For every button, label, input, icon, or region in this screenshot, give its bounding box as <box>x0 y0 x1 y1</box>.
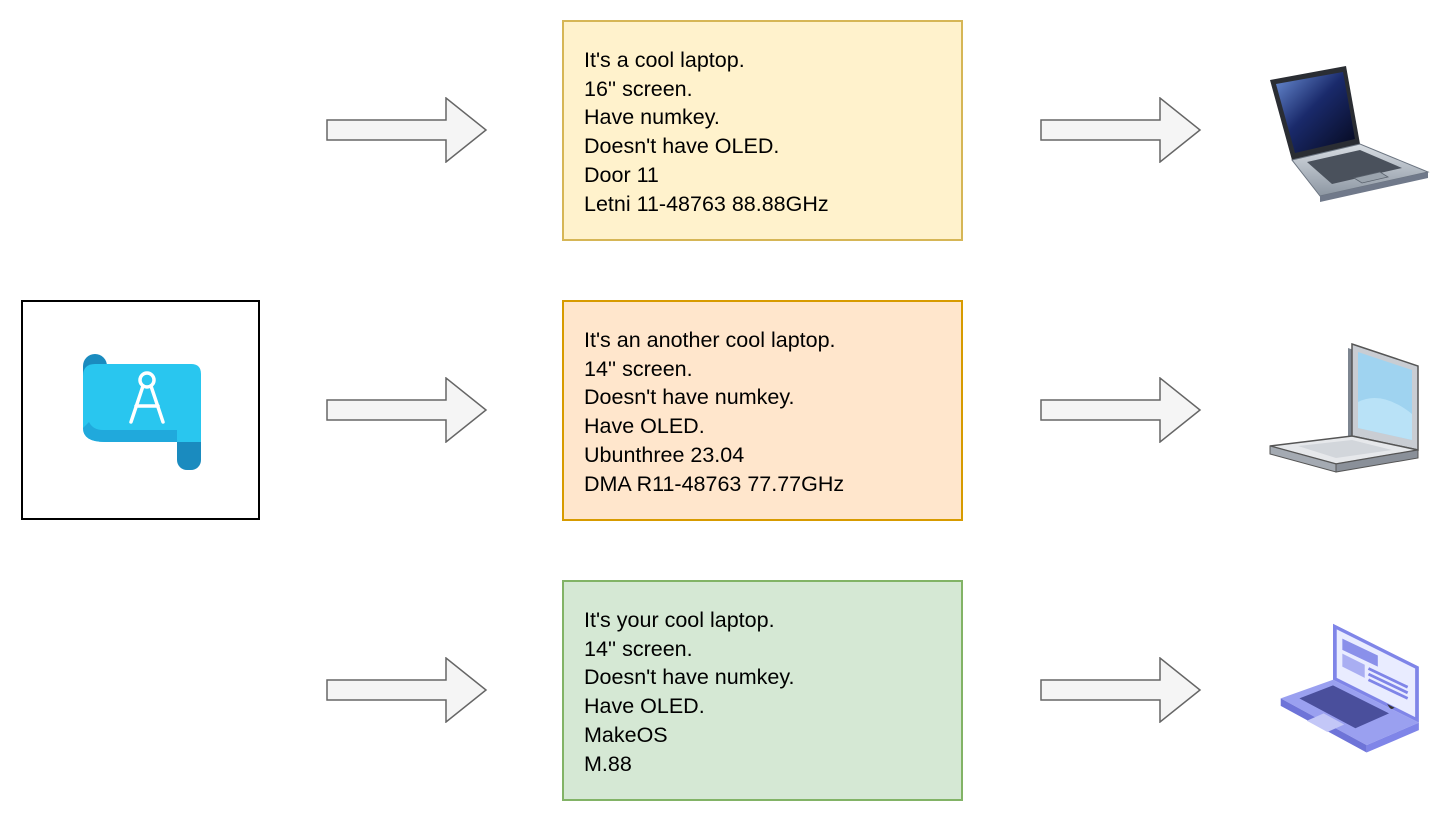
classic-laptop-icon <box>1270 66 1430 202</box>
spec-line: 14'' screen. <box>584 636 693 661</box>
arrow-right-icon <box>1040 377 1202 443</box>
spec-line: It's your cool laptop. <box>584 608 775 632</box>
spec-line: 14'' screen. <box>584 356 693 381</box>
arrow-right-icon <box>326 97 488 163</box>
arrow-right-icon <box>326 657 488 723</box>
spec-line: Ubunthree 23.04 <box>584 442 745 467</box>
arrow-right-icon <box>1040 97 1202 163</box>
spec-line: Doesn't have numkey. <box>584 385 795 410</box>
spec-line: Doesn't have numkey. <box>584 665 795 690</box>
source-box[interactable] <box>21 300 260 520</box>
spec-line: Letni 11-48763 88.88GHz <box>584 191 829 216</box>
spec-line: 16'' screen. <box>584 76 693 101</box>
spec-card-3[interactable]: It's your cool laptop. 14'' screen. Does… <box>562 580 963 801</box>
silver-laptop-icon <box>1269 342 1419 473</box>
spec-line: Have numkey. <box>584 105 720 130</box>
spec-line: Door 11 <box>584 162 659 187</box>
blueprint-compass-icon <box>83 354 201 470</box>
arrow-right-icon <box>1040 657 1202 723</box>
spec-card-2[interactable]: It's an another cool laptop. 14'' screen… <box>562 300 963 521</box>
spec-line: It's an another cool laptop. <box>584 328 836 352</box>
spec-line: Have OLED. <box>584 414 705 439</box>
spec-line: Have OLED. <box>584 694 705 719</box>
isometric-laptop-icon <box>1280 623 1419 753</box>
spec-line: Doesn't have OLED. <box>584 134 780 159</box>
spec-line: M.88 <box>584 751 632 776</box>
spec-line: MakeOS <box>584 722 668 747</box>
spec-line: DMA R11-48763 77.77GHz <box>584 471 845 496</box>
spec-card-1[interactable]: It's a cool laptop. 16'' screen. Have nu… <box>562 20 963 241</box>
arrow-right-icon <box>326 377 488 443</box>
spec-line: It's a cool laptop. <box>584 48 745 72</box>
